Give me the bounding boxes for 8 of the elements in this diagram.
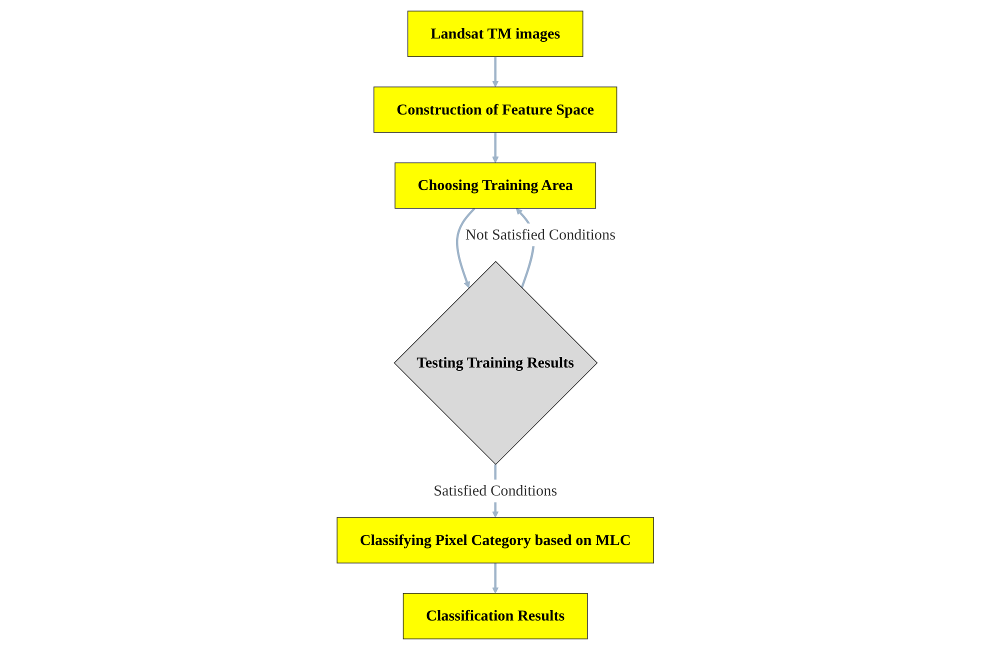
process-box: Construction of Feature Space bbox=[373, 86, 617, 132]
edge-label: Satisfied Conditions bbox=[433, 479, 557, 502]
edge-label: Not Satisfied Conditions bbox=[465, 223, 616, 246]
decision-diamond: Testing Training Results bbox=[393, 260, 598, 464]
process-box: Landsat TM images bbox=[407, 10, 583, 56]
process-box: Classifying Pixel Category based on MLC bbox=[336, 516, 654, 563]
process-box: Choosing Training Area bbox=[394, 162, 596, 208]
process-box: Classification Results bbox=[402, 592, 588, 639]
